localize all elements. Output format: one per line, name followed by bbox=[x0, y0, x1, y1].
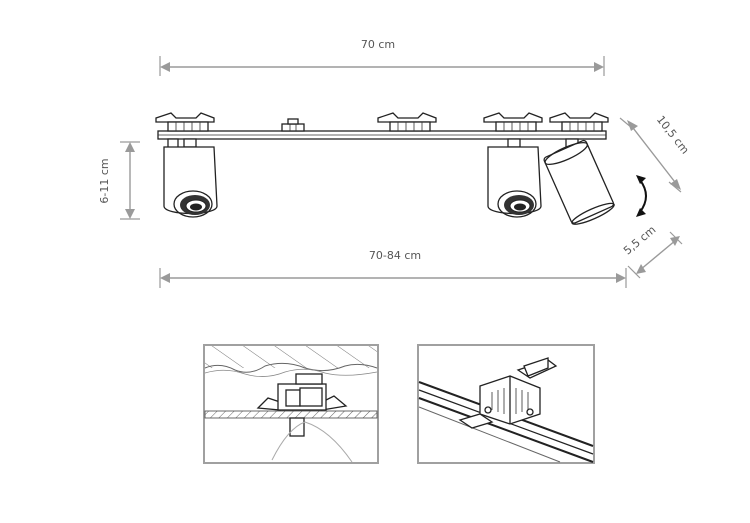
mounting-track bbox=[157, 130, 607, 140]
top-width-label: 70 cm bbox=[361, 38, 395, 51]
rotate-arrow-icon bbox=[636, 175, 647, 217]
connector-box bbox=[281, 118, 305, 132]
spotlight-right bbox=[487, 138, 542, 218]
mounting-clip-3 bbox=[483, 112, 543, 132]
mounting-clip-1 bbox=[155, 112, 215, 132]
bottom-width-dimension: 70-84 cm bbox=[159, 249, 627, 288]
bottom-width-label: 70-84 cm bbox=[369, 249, 421, 262]
height-label: 6-11 cm bbox=[98, 158, 111, 203]
spotlight-tilted bbox=[543, 138, 615, 225]
spotlight-left bbox=[163, 138, 218, 218]
spot-length-dimension: 10,5 cm bbox=[619, 113, 692, 193]
top-width-dimension: 70 cm bbox=[159, 38, 605, 76]
spot-length-label: 10,5 cm bbox=[654, 113, 692, 156]
spot-diameter-label: 5,5 cm bbox=[621, 223, 658, 257]
installation-detail-panel bbox=[203, 344, 379, 464]
track-clip-detail-panel bbox=[417, 344, 595, 464]
mounting-clip-4 bbox=[549, 112, 609, 132]
height-dimension: 6-11 cm bbox=[98, 141, 140, 220]
spot-diameter-dimension: 5,5 cm bbox=[621, 223, 683, 279]
mounting-clip-2 bbox=[377, 112, 437, 132]
